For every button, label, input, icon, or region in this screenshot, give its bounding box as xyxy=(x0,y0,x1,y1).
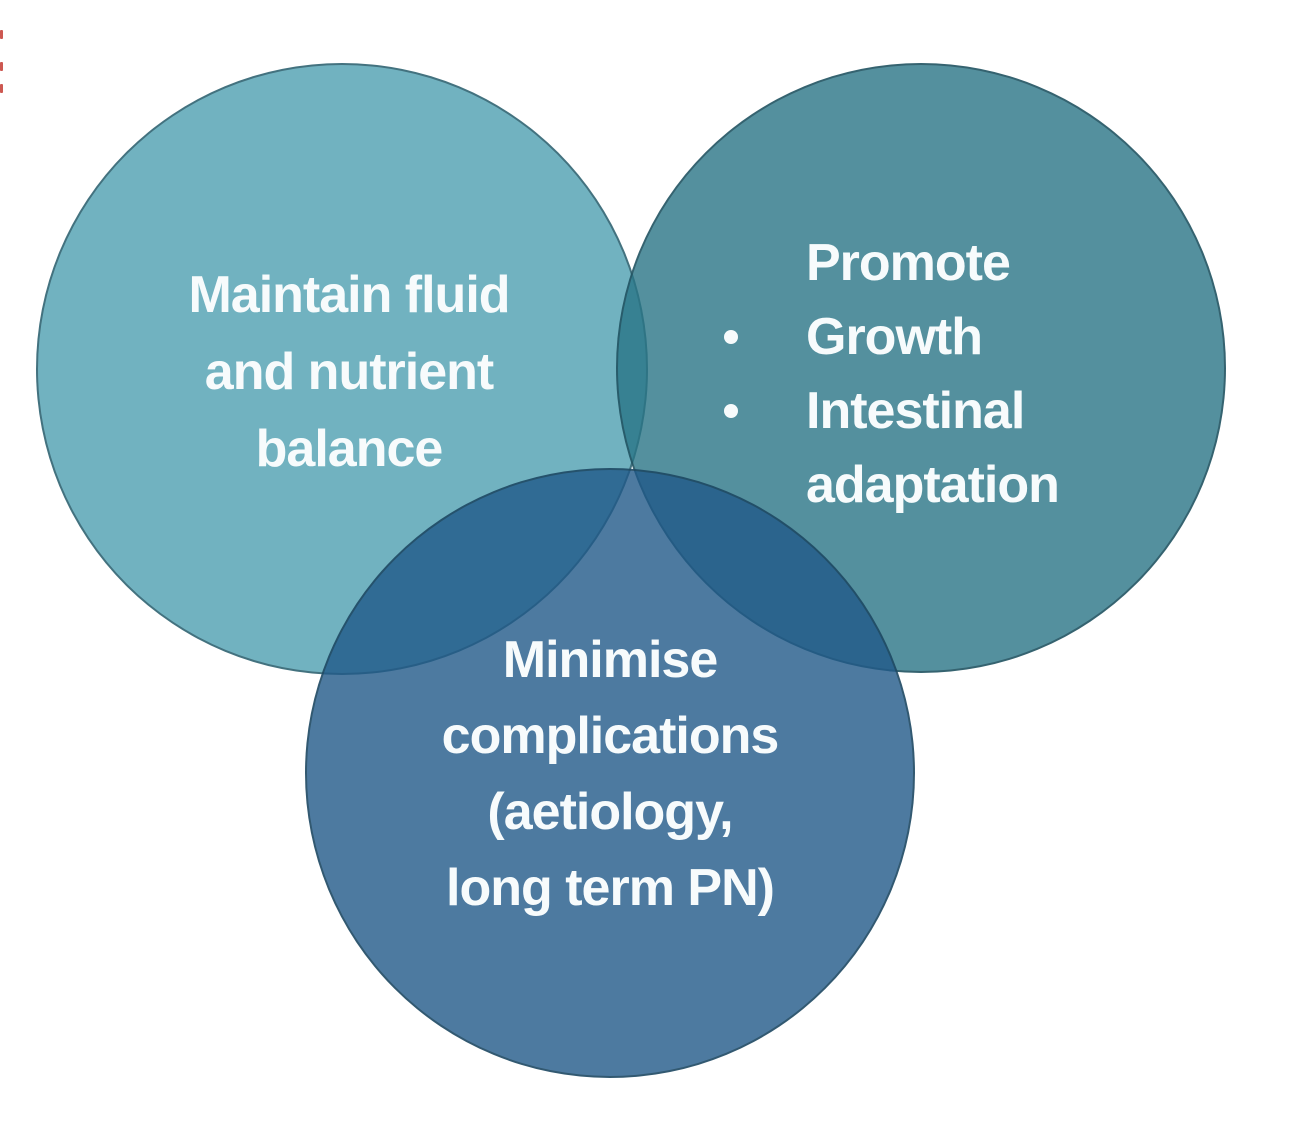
label-line: Maintain fluid xyxy=(188,266,510,324)
red-dash xyxy=(0,30,3,39)
label-line: Minimise xyxy=(502,631,719,689)
label-line: (aetiology, xyxy=(487,783,733,841)
label-maintain-fluid: Maintain fluid and nutrient balance xyxy=(99,257,599,488)
red-dash xyxy=(0,84,3,93)
label-line: Intestinal xyxy=(806,382,1025,440)
label-minimise-complications: Minimise complications (aetiology, long … xyxy=(330,622,890,926)
promote-bullet-row: Growth xyxy=(698,300,1138,374)
label-line: and nutrient xyxy=(204,343,494,401)
promote-wrap-row: adaptation xyxy=(698,448,1138,522)
promote-bullet-row: Intestinal xyxy=(698,374,1138,448)
label-line: complications xyxy=(441,707,780,765)
bullet-dot-icon xyxy=(724,330,738,344)
label-line: adaptation xyxy=(806,456,1060,514)
red-dash xyxy=(0,62,3,71)
label-line: Growth xyxy=(806,308,983,366)
label-line: long term PN) xyxy=(446,859,775,917)
circle-minimise-complications xyxy=(305,468,915,1078)
bullet-dot-icon xyxy=(724,404,738,418)
promote-heading-row: Promote xyxy=(698,226,1138,300)
label-line: balance xyxy=(255,420,444,478)
label-line: Promote xyxy=(806,234,1011,292)
label-promote: Promote Growth Intestinal adaptation xyxy=(698,226,1138,522)
